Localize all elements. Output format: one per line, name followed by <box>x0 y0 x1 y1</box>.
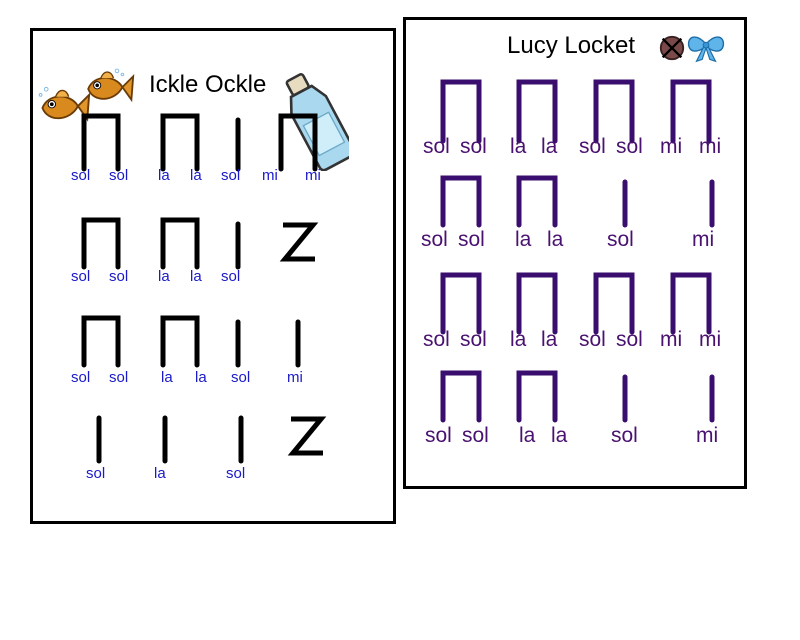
ti-ti-symbol <box>440 370 482 423</box>
ti-ti-symbol <box>440 175 482 228</box>
ti-ti-symbol <box>160 315 200 368</box>
solfege-syllable: la <box>547 228 564 251</box>
solfege-syllable: la <box>541 135 558 158</box>
ta-symbol <box>235 221 241 270</box>
ta-symbol <box>622 374 628 423</box>
solfege-syllable: sol <box>109 369 129 386</box>
solfege-syllable: sol <box>71 167 91 184</box>
solfege-syllable: mi <box>660 328 683 351</box>
ti-ti-symbol <box>516 175 558 228</box>
rest-symbol <box>287 416 327 456</box>
ta-symbol <box>235 117 241 172</box>
ti-ti-symbol <box>160 217 200 270</box>
solfege-syllable: sol <box>616 328 643 351</box>
solfege-syllable: sol <box>86 465 106 482</box>
solfege-syllable: la <box>195 369 207 386</box>
ta-symbol <box>162 415 168 464</box>
ti-ti-symbol <box>440 79 482 144</box>
solfege-syllable: la <box>158 167 170 184</box>
solfege-syllable: sol <box>226 465 246 482</box>
solfege-syllable: sol <box>71 268 91 285</box>
ti-ti-symbol <box>516 272 558 335</box>
ti-ti-symbol <box>670 79 712 144</box>
solfege-syllable: sol <box>109 167 129 184</box>
solfege-syllable: mi <box>660 135 683 158</box>
fish-icon <box>38 86 91 122</box>
ti-ti-symbol <box>81 315 121 368</box>
ta-symbol <box>295 319 301 368</box>
ti-ti-symbol <box>516 370 558 423</box>
solfege-syllable: mi <box>305 167 321 184</box>
solfege-syllable: la <box>510 328 527 351</box>
solfege-syllable: sol <box>109 268 129 285</box>
solfege-syllable: mi <box>692 228 715 251</box>
solfege-syllable: la <box>161 369 173 386</box>
solfege-syllable: la <box>510 135 527 158</box>
solfege-syllable: sol <box>460 135 487 158</box>
ti-ti-symbol <box>516 79 558 144</box>
solfege-syllable: la <box>158 268 170 285</box>
ta-symbol <box>235 319 241 368</box>
solfege-syllable: mi <box>699 135 722 158</box>
solfege-syllable: sol <box>425 424 452 447</box>
solfege-syllable: sol <box>458 228 485 251</box>
solfege-syllable: sol <box>221 268 241 285</box>
ti-ti-symbol <box>593 272 635 335</box>
ti-ti-symbol <box>81 217 121 270</box>
solfege-syllable: la <box>515 228 532 251</box>
solfege-syllable: sol <box>423 135 450 158</box>
ti-ti-symbol <box>670 272 712 335</box>
solfege-syllable: sol <box>579 328 606 351</box>
ta-symbol <box>709 374 715 423</box>
solfege-syllable: mi <box>699 328 722 351</box>
solfege-syllable: sol <box>421 228 448 251</box>
ti-ti-symbol <box>440 272 482 335</box>
solfege-syllable: la <box>551 424 568 447</box>
ti-ti-symbol <box>160 113 200 172</box>
card-title: Ickle Ockle <box>149 71 267 98</box>
ti-ti-symbol <box>81 113 121 172</box>
ta-symbol <box>709 179 715 228</box>
solfege-syllable: sol <box>71 369 91 386</box>
ickle-ockle-card: Ickle Ockle sol sol la la sol mi mi sol sol la la s… <box>30 28 396 524</box>
solfege-syllable: sol <box>462 424 489 447</box>
fish-icon <box>87 68 135 103</box>
solfege-syllable: la <box>519 424 536 447</box>
ti-ti-symbol <box>278 113 318 172</box>
solfege-syllable: sol <box>423 328 450 351</box>
solfege-syllable: sol <box>231 369 251 386</box>
solfege-syllable: sol <box>221 167 241 184</box>
ta-symbol <box>96 415 102 464</box>
solfege-syllable: la <box>154 465 166 482</box>
solfege-syllable: la <box>541 328 558 351</box>
solfege-syllable: sol <box>460 328 487 351</box>
rest-symbol <box>279 222 319 262</box>
solfege-syllable: mi <box>287 369 303 386</box>
solfege-syllable: mi <box>696 424 719 447</box>
solfege-syllable: sol <box>579 135 606 158</box>
ta-symbol <box>622 179 628 228</box>
solfege-syllable: sol <box>607 228 634 251</box>
solfege-syllable: la <box>190 167 202 184</box>
card-title: Lucy Locket <box>507 32 636 59</box>
ta-symbol <box>238 415 244 464</box>
ti-ti-symbol <box>593 79 635 144</box>
solfege-syllable: sol <box>611 424 638 447</box>
solfege-syllable: sol <box>616 135 643 158</box>
solfege-syllable: la <box>190 268 202 285</box>
crossed-out-locket-icon <box>659 35 685 61</box>
bow-icon <box>687 36 725 63</box>
solfege-syllable: mi <box>262 167 278 184</box>
